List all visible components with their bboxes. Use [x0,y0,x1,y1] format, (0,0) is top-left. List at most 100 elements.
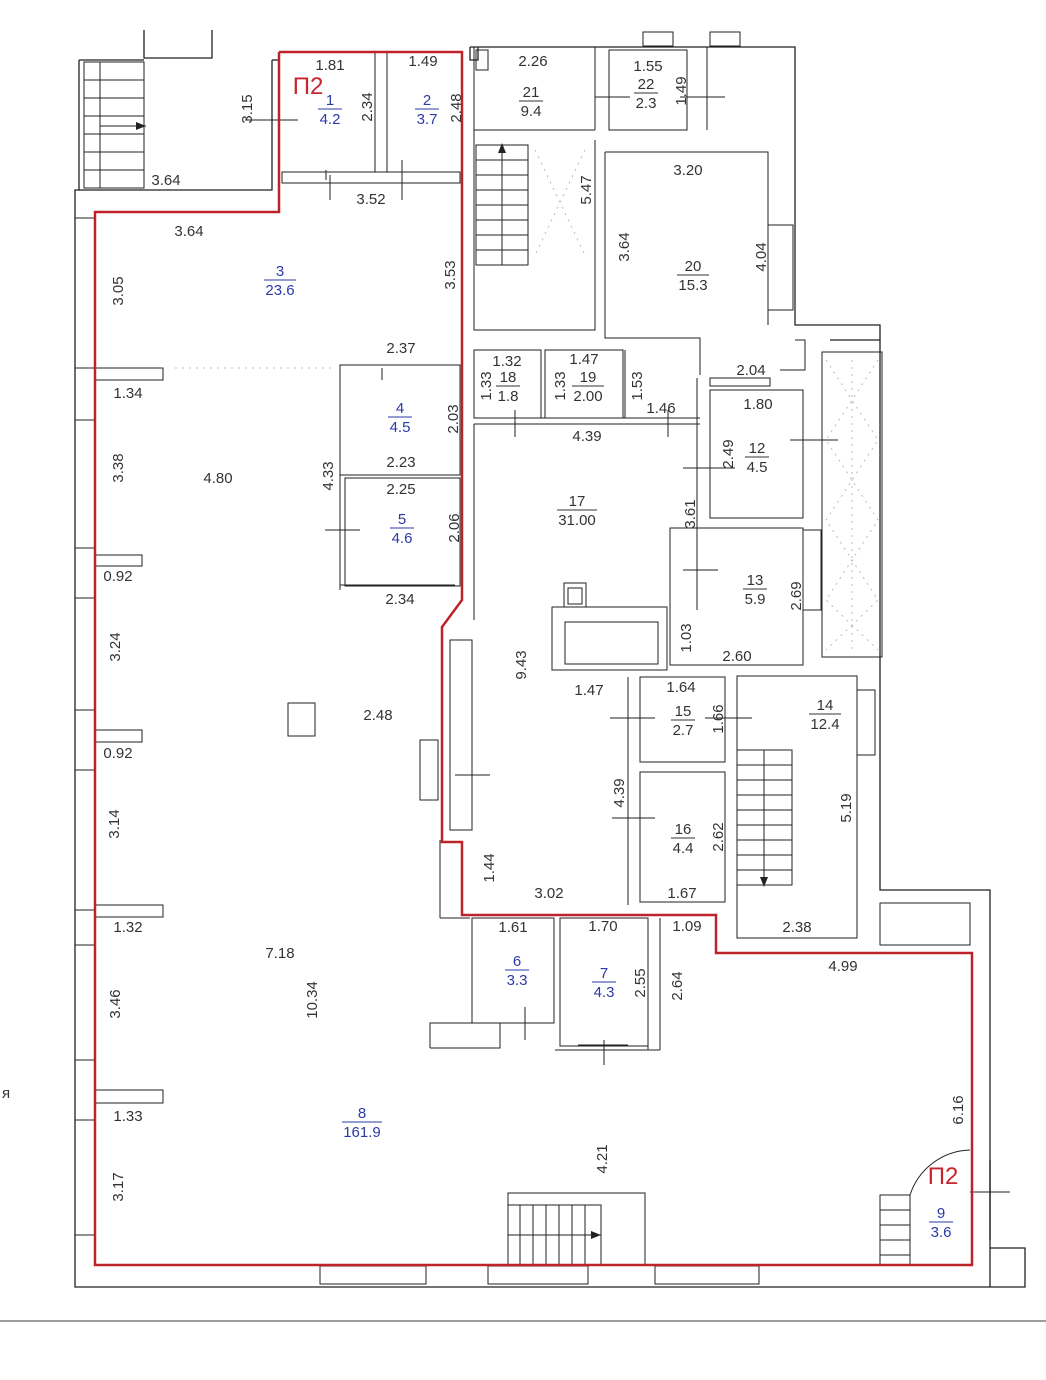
room-label-13: 135.9 [743,572,767,608]
dimension-label: 2.04 [736,362,765,379]
dimension-label: 1.32 [492,353,521,370]
room-area: 9.4 [521,103,542,120]
dimension-label: 2.60 [722,648,751,665]
room-number: 18 [500,369,517,386]
dimension-label: 2.64 [669,971,686,1000]
dimension-label: 3.20 [673,162,702,179]
room-area: 3.3 [507,972,528,989]
room-area: 5.9 [745,591,766,608]
room-number: 6 [513,953,521,970]
dimension-label: 3.05 [110,276,127,305]
dimension-label: 3.46 [107,989,124,1018]
room-number: 8 [358,1105,366,1122]
dimension-label: 3.61 [682,499,699,528]
dimension-label: 3.53 [442,260,459,289]
dimension-label: 5.47 [578,175,595,204]
room-number: 16 [675,821,692,838]
room-area: 4.5 [747,459,768,476]
room-number: 14 [817,697,834,714]
dimension-label: 1.55 [633,58,662,75]
room-number: 15 [675,703,692,720]
premises-boundary [93,50,974,1267]
dimension-label: 6.16 [950,1095,967,1124]
dimension-label: 1.81 [315,57,344,74]
dimension-label: 1.64 [666,679,695,696]
room-label-5: 54.6 [390,511,414,547]
dimension-label: 1.53 [629,371,646,400]
dimension-label: 0.92 [103,568,132,585]
stairs-bottom [507,1192,646,1266]
dimension-label: 2.38 [782,919,811,936]
dimension-label: 1.47 [569,351,598,368]
dimension-label: 4.80 [203,470,232,487]
bottom-windows [319,1265,760,1285]
dimension-label: 2.26 [518,53,547,70]
room-number: 22 [638,76,655,93]
dimension-label: 1.33 [478,371,495,400]
dimension-label: 2.62 [710,822,727,851]
room-label-2: 23.7 [415,92,439,128]
room-number: 17 [569,493,586,510]
room-area: 2.7 [673,722,694,739]
dimension-label: 4.04 [753,242,770,271]
dimension-label: 1.32 [113,919,142,936]
room-number: 2 [423,92,431,109]
room-area: 4.2 [320,111,341,128]
room-label-16: 164.4 [671,821,695,857]
room-number: 20 [685,258,702,275]
dimension-label: 1.66 [710,704,727,733]
room-label-12: 124.5 [745,440,769,476]
left-windows [74,217,164,1236]
dimension-label: 3.52 [356,191,385,208]
dimension-label: 3.24 [107,632,124,661]
dimension-label: 1.46 [646,400,675,417]
dimension-label: 3.17 [110,1172,127,1201]
room-label-8: 8 161.9 [342,1105,382,1141]
room-label-19: 192.00 [572,369,604,405]
dimension-label: 2.34 [359,92,376,121]
dimension-label: 7.18 [265,945,294,962]
room-number: 4 [396,400,404,417]
dimension-label: 1.47 [574,682,603,699]
room-area: 4.4 [673,840,694,857]
dimension-label: 1.34 [113,385,142,402]
room-label-21: 219.4 [519,84,543,120]
dimension-label: 2.69 [788,581,805,610]
dimension-label: 3.14 [106,809,123,838]
dimension-label: 3.64 [151,172,180,189]
room-area: 3.7 [417,111,438,128]
dimension-label: 2.03 [445,404,462,433]
dimension-label: 9.43 [513,650,530,679]
dimension-label: 3.15 [239,94,256,123]
room-number: 7 [600,965,608,982]
room-number: 12 [749,440,766,457]
dimension-label: 1.80 [743,396,772,413]
room-area: 161.9 [343,1124,381,1141]
dimension-label: 2.25 [386,481,415,498]
dimension-label: 2.34 [385,591,414,608]
dimension-label: 2.37 [386,340,415,357]
dimension-label: 0.92 [103,745,132,762]
room-area: 4.3 [594,984,615,1001]
room-label-14: 14 12.4 [809,697,841,733]
room-area: 12.4 [810,716,839,733]
dimension-label: 1.44 [481,853,498,882]
section-marker: П2 [293,73,324,100]
dimension-label: 10.34 [304,981,321,1019]
dimension-label: 4.99 [828,958,857,975]
bottom-rule [0,1320,1046,1322]
dimension-label: 1.03 [678,623,695,652]
dimension-label: 1.49 [408,53,437,70]
room-area: 1.8 [498,388,519,405]
room-label-4: 44.5 [388,400,412,436]
room-label-1: 14.2 [318,92,342,128]
room-label-7: 74.3 [592,965,616,1001]
dimension-label: 4.33 [320,461,337,490]
room-label-3: 323.6 [264,263,296,299]
room-label-15: 152.7 [671,703,695,739]
dimension-label: 1.33 [552,371,569,400]
room-number: 5 [398,511,406,528]
